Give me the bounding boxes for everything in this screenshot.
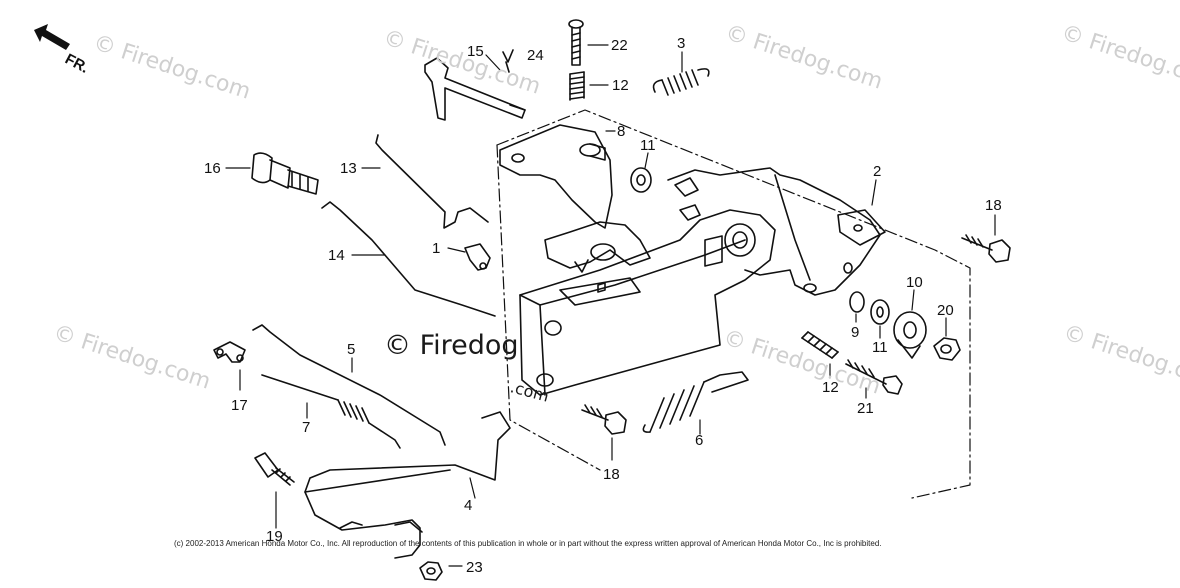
- callout-13: 13: [340, 160, 357, 177]
- callout-1: 1: [432, 240, 440, 257]
- part-9-washer: [849, 291, 865, 313]
- part-17-link: [213, 341, 246, 363]
- callout-15: 15: [467, 43, 484, 60]
- part-22-bolt: [568, 19, 584, 66]
- watermark-main: © Firedog: [384, 330, 519, 361]
- callout-12-lower: 12: [822, 379, 839, 396]
- callout-2: 2: [873, 163, 881, 180]
- part-8-bracket: [499, 124, 613, 229]
- part-21-bolt: [845, 359, 903, 395]
- part-20-nut: [933, 337, 961, 361]
- callout-7: 7: [302, 419, 310, 436]
- part-11-washer-lower: [870, 299, 890, 325]
- front-direction-arrow-icon: FR.: [34, 24, 91, 77]
- part-18-bolt-right: [961, 234, 1011, 263]
- part-23-nut: [419, 561, 443, 581]
- part-19-bolt: [254, 452, 295, 486]
- callout-3: 3: [677, 35, 685, 52]
- part-15-lever: [424, 57, 526, 121]
- copyright-notice: (c) 2002-2013 American Honda Motor Co., …: [174, 539, 882, 548]
- part-12-spring-top: [569, 71, 585, 101]
- part-14-rod: [321, 201, 496, 317]
- callout-11-lower: 11: [872, 339, 888, 356]
- part-11-washer-top: [630, 167, 652, 193]
- callout-16: 16: [204, 160, 221, 177]
- callout-numbers: 1 2 3 4 5 6 7 8 9 10 11 11 12 12 13 14 1…: [204, 35, 1002, 576]
- callout-21: 21: [857, 400, 874, 417]
- callout-5: 5: [347, 341, 355, 358]
- assembly-outline: [496, 109, 971, 499]
- part-12-spring-lower: [801, 331, 839, 359]
- part-1-clip: [464, 243, 491, 271]
- callout-12-top: 12: [612, 77, 629, 94]
- part-2-plate: [667, 167, 886, 296]
- part-16-knob: [251, 152, 319, 195]
- part-4-lever: [304, 411, 511, 559]
- callout-8: 8: [617, 123, 625, 140]
- part-24-clip: [502, 49, 514, 73]
- callout-17: 17: [231, 397, 248, 414]
- part-13-rod: [375, 134, 489, 229]
- callout-4: 4: [464, 497, 472, 514]
- part-7-rod-spring: [261, 374, 401, 449]
- front-label: FR.: [62, 51, 91, 77]
- part-6-spring: [642, 371, 749, 433]
- part-18-bolt-lower: [581, 404, 627, 435]
- callout-22: 22: [611, 37, 628, 54]
- part-5-rod: [252, 324, 446, 446]
- callout-20: 20: [937, 302, 954, 319]
- callout-18-lower: 18: [603, 466, 620, 483]
- part-3-spring: [652, 68, 710, 96]
- callout-18-right: 18: [985, 197, 1002, 214]
- callout-19: 19: [266, 528, 283, 545]
- callout-10: 10: [906, 274, 923, 291]
- part-10-bushing: [893, 311, 927, 359]
- callout-23: 23: [466, 559, 483, 576]
- callout-11-top: 11: [640, 137, 656, 154]
- leader-lines: [225, 44, 996, 567]
- callout-14: 14: [328, 247, 345, 264]
- callout-24: 24: [527, 47, 544, 64]
- callout-9: 9: [851, 324, 859, 341]
- callout-6: 6: [695, 432, 703, 449]
- main-bracket: [519, 209, 776, 396]
